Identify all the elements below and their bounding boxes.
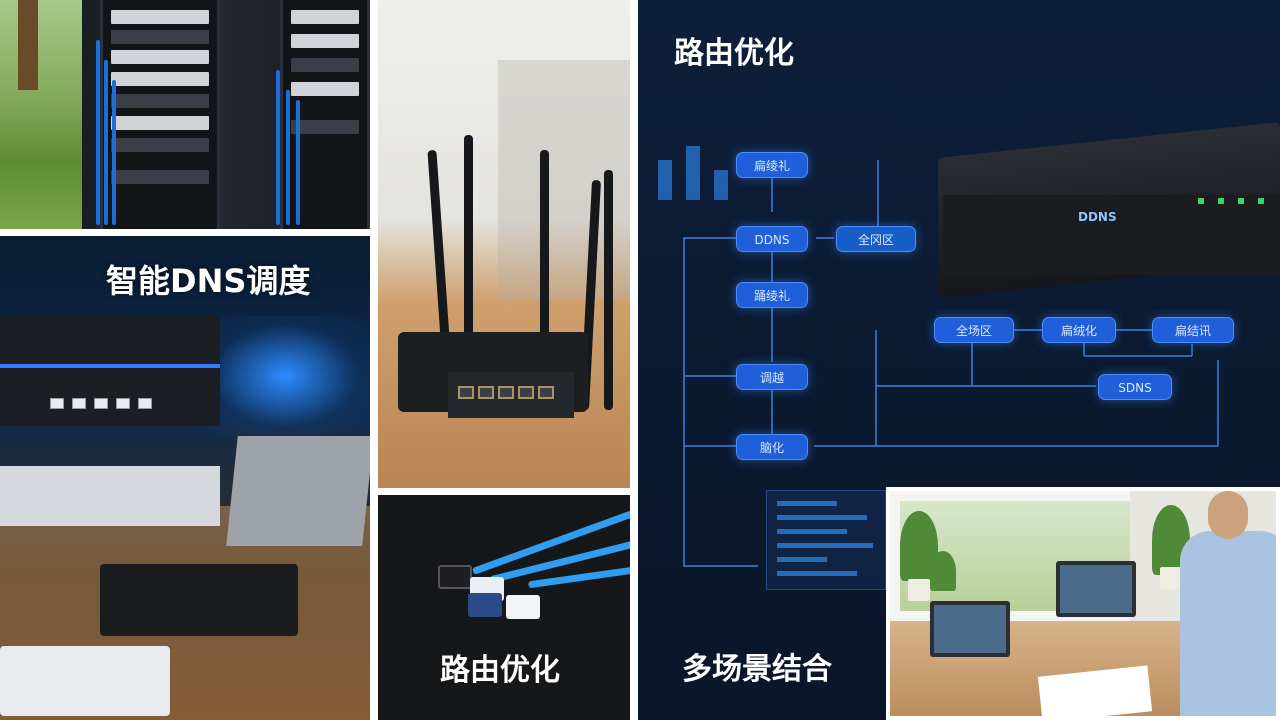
panel-line [777,501,837,506]
rack-unit [111,94,209,108]
rack-unit [291,82,359,96]
smart-dns-photo: 智能DNS调度 [0,236,370,720]
router-port [458,386,474,399]
chart-bar-decor [658,160,672,200]
diagram-node: 扁结讯 [1152,317,1234,343]
diagram-node: 全场区 [934,317,1014,343]
network-cable [104,60,108,225]
router-port [498,386,514,399]
chart-bar-decor [686,146,700,200]
router-antenna [464,135,473,335]
laptop [226,436,370,546]
lawn-background [0,0,82,229]
panel-line [777,543,873,548]
white-plug [506,595,540,619]
network-cable [96,40,100,225]
blue-plug [468,593,502,617]
panel-line [777,557,827,562]
diagram-node: 调越 [736,364,808,390]
diagram-node: 扁绒化 [1042,317,1116,343]
router-antenna [540,150,549,340]
server-rack-left [100,0,220,229]
rack-unit [111,30,209,44]
network-cable [296,100,300,225]
diagram-node: 全冈区 [836,226,916,252]
data-panel-decor [766,490,886,590]
router-port [478,386,494,399]
router-port [518,386,534,399]
network-cable [276,70,280,225]
chart-bar-decor [714,170,728,200]
router-port [538,386,554,399]
diagram-node: 脑化 [736,434,808,460]
switch-light-strip [0,364,220,368]
panel-line [777,515,867,520]
panel-line [777,571,857,576]
server-rack-photo [0,0,370,229]
port-led [1238,198,1244,204]
blue-light-glow [200,316,370,436]
potted-plant [930,551,956,591]
rack-unit [111,10,209,24]
diagram-node: 扁绫礼 [736,152,808,178]
port-led [1218,198,1224,204]
rack-unit [111,72,209,86]
switch-port [116,398,130,409]
panel-line [777,529,847,534]
switch-brand-label: DDNS [1078,210,1117,224]
network-cable [286,90,290,225]
port-led [1198,198,1204,204]
laptop-screen [1060,565,1132,613]
office-photo [886,487,1280,720]
wifi-router-photo [378,0,630,488]
rack-unit [111,50,209,64]
switch-port [94,398,108,409]
tile-title: 路由优化 [440,653,560,688]
keyboard [0,646,170,716]
plant-pot [1160,567,1182,589]
port-led [1258,198,1264,204]
plant-pot [908,579,930,601]
switch-port [50,398,64,409]
cables-photo: 路由优化 [378,495,630,720]
person-head [1208,491,1248,539]
diagram-connectors [683,160,1219,567]
tile-title: 路由优化 [674,36,794,71]
switch-port [138,398,152,409]
laptop [930,601,1010,657]
monitor-base [0,466,220,526]
rack-unit [291,10,359,24]
scenario-title: 多场景结合 [682,652,832,687]
rack-unit [111,170,209,184]
tree-trunk [18,0,38,90]
network-switch [0,316,220,426]
diagram-node: 踊绫礼 [736,282,808,308]
server-rack-right [280,0,370,229]
rack-unit [291,34,359,48]
tile-title: 智能DNS调度 [106,262,311,300]
rack-unit [111,138,209,152]
laptop [1056,561,1136,617]
person-working [1180,531,1276,716]
rack-unit [111,116,209,130]
black-plug [438,565,472,589]
router-antenna [427,149,450,341]
router-antenna [604,170,613,410]
rack-unit [291,120,359,134]
network-cable [112,80,116,225]
laptop-screen [934,605,1006,653]
rack-unit [291,58,359,72]
switch-front-panel [943,195,1280,275]
diagram-node: DDNS [736,226,808,252]
switch-port [72,398,86,409]
mini-router [100,564,298,636]
diagram-node: SDNS [1098,374,1172,400]
